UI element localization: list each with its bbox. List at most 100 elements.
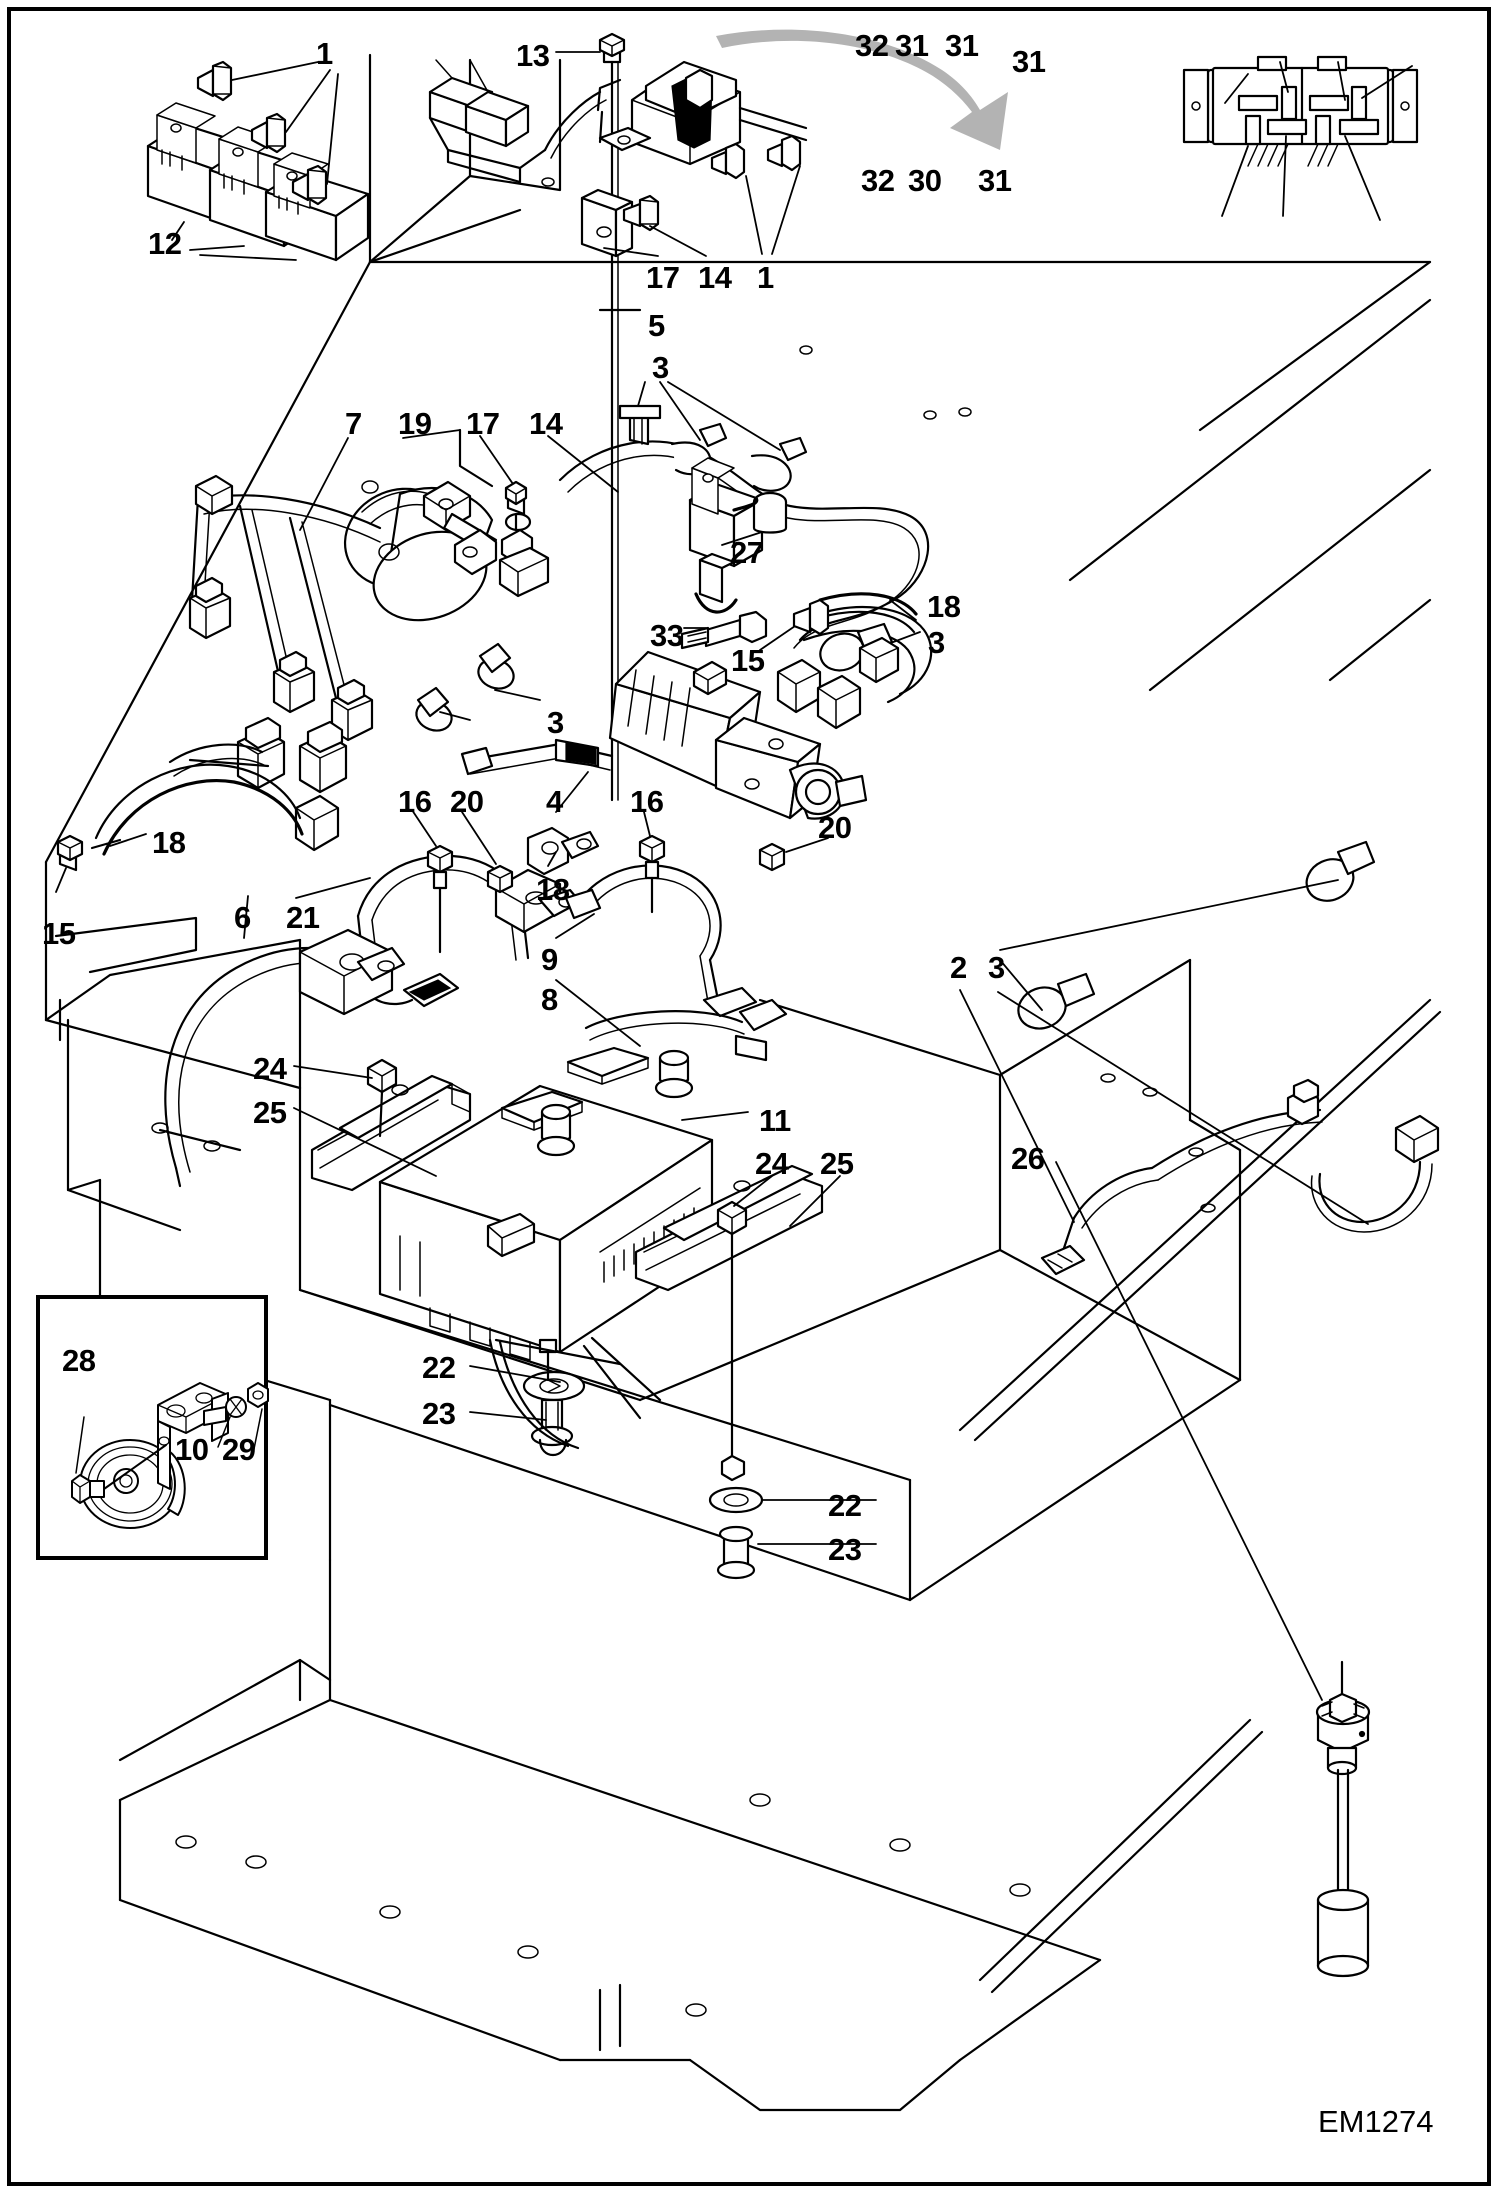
harness-connector: [272, 650, 316, 714]
callout-25-b: 25: [820, 1146, 854, 1181]
hex-flange-screw: [710, 142, 746, 180]
horn-bracket: [157, 1382, 229, 1490]
wiring-harness-clamp: [526, 826, 600, 876]
battery-holddown-nut: [716, 1200, 748, 1468]
grommet: [708, 1486, 764, 1514]
leader-4: [555, 771, 589, 813]
callout-27: 27: [730, 535, 764, 570]
leader-26: [1055, 1161, 1323, 1701]
callout-6: 6: [234, 900, 251, 935]
rubber-mount: [716, 1525, 756, 1580]
horn-mounting-screw: [71, 1444, 167, 1504]
callout-7: 7: [345, 406, 362, 441]
harness-connector: [858, 636, 900, 684]
callout-31-a: 31: [895, 28, 929, 63]
callout-2: 2: [950, 950, 967, 985]
callout-16-b: 16: [630, 784, 664, 819]
hex-bolt: [486, 864, 514, 894]
callout-31-b: 31: [945, 28, 979, 63]
harness-connector: [188, 576, 232, 640]
wire-clamp: [580, 188, 634, 258]
cable-tie: [415, 686, 453, 732]
fuse-box-detail: [1182, 55, 1419, 221]
cable-tie: [1305, 840, 1376, 902]
callout-1-b: 1: [757, 260, 774, 295]
relay-group: [146, 60, 370, 262]
leader-11: [681, 1111, 749, 1121]
callout-31-c: 31: [1012, 44, 1046, 79]
hex-bolt: [758, 842, 786, 872]
fuse-block-module: [428, 59, 547, 184]
glow-plug-relay: [688, 457, 788, 614]
callout-18-a: 18: [927, 589, 961, 624]
left-harness-branch: [90, 474, 382, 856]
starter-cable: [460, 738, 614, 776]
callout-15-b: 15: [42, 916, 76, 951]
callout-8: 8: [541, 982, 558, 1017]
harness-connector: [1286, 1078, 1320, 1126]
cable-tie: [618, 404, 662, 446]
callout-12: 12: [148, 226, 182, 261]
callout-22-b: 22: [828, 1488, 862, 1523]
harness-connector: [298, 720, 348, 794]
callout-9: 9: [541, 942, 558, 977]
callout-20-a: 20: [450, 784, 484, 819]
callout-5: 5: [648, 308, 665, 343]
controller-module: [596, 60, 808, 180]
ground-cable: [564, 864, 758, 1018]
harness-connector: [816, 674, 862, 730]
harness-connector: [194, 474, 234, 516]
harness-connector: [1394, 1114, 1440, 1164]
callout-13: 13: [516, 38, 550, 73]
callout-16-a: 16: [398, 784, 432, 819]
ground-screw: [56, 834, 84, 872]
negative-battery-cable: [164, 928, 406, 1188]
hex-flange-screw: [250, 112, 287, 154]
callout-26: 26: [1011, 1141, 1045, 1176]
rubber-mount: [530, 1398, 574, 1456]
hex-flange-screw: [766, 134, 802, 172]
callout-3-b: 3: [928, 625, 945, 660]
hex-flange-screw: [622, 194, 660, 232]
figure-code: EM1274: [1318, 2104, 1434, 2139]
lock-washer-nut: [247, 1382, 269, 1408]
callout-3-c: 3: [547, 705, 564, 740]
hex-flange-screw: [504, 480, 528, 516]
callout-14-b: 14: [529, 406, 563, 441]
callout-3-a: 3: [652, 350, 669, 385]
harness-connector: [330, 678, 374, 742]
hex-nut: [720, 1454, 746, 1482]
callout-24-b: 24: [755, 1146, 789, 1181]
callout-17-b: 17: [466, 406, 500, 441]
cable-tie: [477, 642, 515, 690]
callout-17-a: 17: [646, 260, 680, 295]
callout-1: 1: [316, 36, 333, 71]
horn-assembly-detail-box: .hln{fill:none;stroke:#000;stroke-width:…: [36, 1295, 269, 1560]
alternator: [343, 480, 550, 622]
hex-flange-screw: [196, 60, 233, 102]
hex-flange-screw: [291, 164, 328, 206]
diode-capacitor: [752, 491, 788, 534]
horn: [79, 1439, 186, 1529]
pressure-switch: [680, 610, 768, 650]
callout-3-d: 3: [988, 950, 1005, 985]
callout-29: 29: [222, 1432, 256, 1467]
callout-25-a: 25: [253, 1095, 287, 1130]
harness-connector: [294, 794, 340, 852]
cable-tie: [1017, 972, 1096, 1030]
callout-4: 4: [546, 784, 563, 819]
callout-33: 33: [650, 618, 684, 653]
callout-23-b: 23: [828, 1532, 862, 1567]
battery-cable: [584, 998, 788, 1062]
callout-32-top: 32: [855, 28, 889, 63]
cable-tie: [750, 436, 808, 492]
ground-screw: [792, 598, 830, 636]
callout-11: 11: [759, 1103, 791, 1138]
leader-18c: [547, 851, 557, 867]
chassis-plate-detail: [54, 916, 242, 1152]
callout-22-a: 22: [422, 1350, 456, 1385]
leader-15: [759, 623, 799, 651]
machine-bracket: [488, 1336, 662, 1450]
callout-20-b: 20: [818, 810, 852, 845]
